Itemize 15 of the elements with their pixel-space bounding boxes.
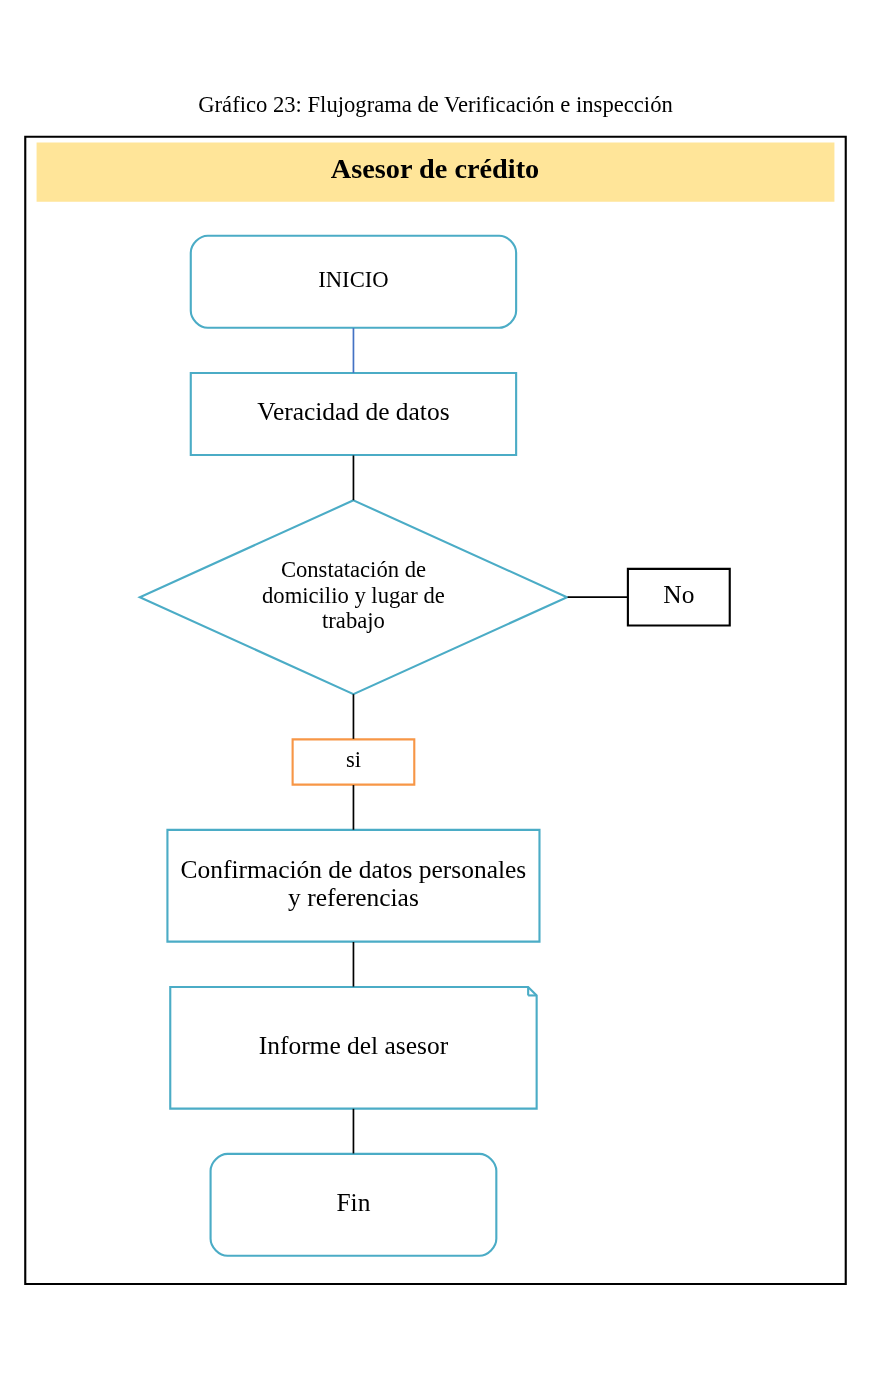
node-box: si	[291, 738, 416, 786]
connector	[566, 596, 629, 599]
connector	[352, 1107, 355, 1155]
diagram-title: Gráfico 23: Flujograma de Verificación e inspección	[198, 92, 673, 118]
node-diamond: Constatación de domicilio y lugar de trabajo	[137, 499, 570, 696]
connector	[352, 784, 355, 831]
node-box: No	[626, 567, 731, 627]
node-box: Fin	[209, 1152, 498, 1257]
node-box: INICIO	[189, 234, 518, 329]
connector	[352, 327, 355, 374]
node-box: Confirmación de datos personales y referencias	[166, 828, 541, 943]
node-box: Veracidad de datos	[189, 371, 518, 457]
connector	[352, 454, 355, 502]
connector	[352, 693, 355, 740]
connector	[352, 941, 355, 988]
